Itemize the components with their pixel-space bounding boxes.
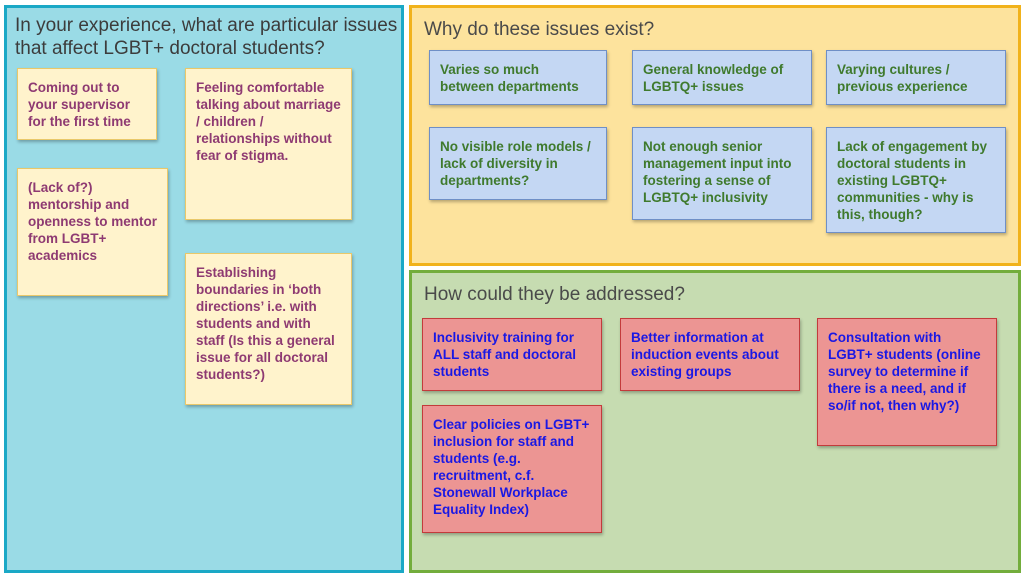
how-note-clear-policies[interactable]: Clear policies on LGBT+ inclusion for st…	[422, 405, 602, 533]
how-note-better-information[interactable]: Better information at induction events a…	[620, 318, 800, 391]
why-panel-title: Why do these issues exist?	[424, 19, 655, 40]
how-panel-title: How could they be addressed?	[424, 284, 685, 305]
why-note-general-knowledge[interactable]: General knowledge of LGBTQ+ issues	[632, 50, 812, 105]
issue-note-mentorship[interactable]: (Lack of?) mentorship and openness to me…	[17, 168, 168, 296]
why-note-varying-cultures[interactable]: Varying cultures / previous experience	[826, 50, 1006, 105]
why-note-role-models[interactable]: No visible role models / lack of diversi…	[429, 127, 607, 200]
issue-note-boundaries[interactable]: Establishing boundaries in ‘both directi…	[185, 253, 352, 405]
issue-note-coming-out[interactable]: Coming out to your supervisor for the fi…	[17, 68, 157, 140]
why-note-lack-of-engagement[interactable]: Lack of engagement by doctoral students …	[826, 127, 1006, 233]
how-note-consultation[interactable]: Consultation with LGBT+ students (online…	[817, 318, 997, 446]
issues-panel-title: In your experience, what are particular …	[15, 15, 398, 59]
why-note-varies[interactable]: Varies so much between departments	[429, 50, 607, 105]
how-note-inclusivity-training[interactable]: Inclusivity training for ALL staff and d…	[422, 318, 602, 391]
issue-note-comfortable-talking[interactable]: Feeling comfortable talking about marria…	[185, 68, 352, 220]
why-note-senior-management[interactable]: Not enough senior management input into …	[632, 127, 812, 220]
